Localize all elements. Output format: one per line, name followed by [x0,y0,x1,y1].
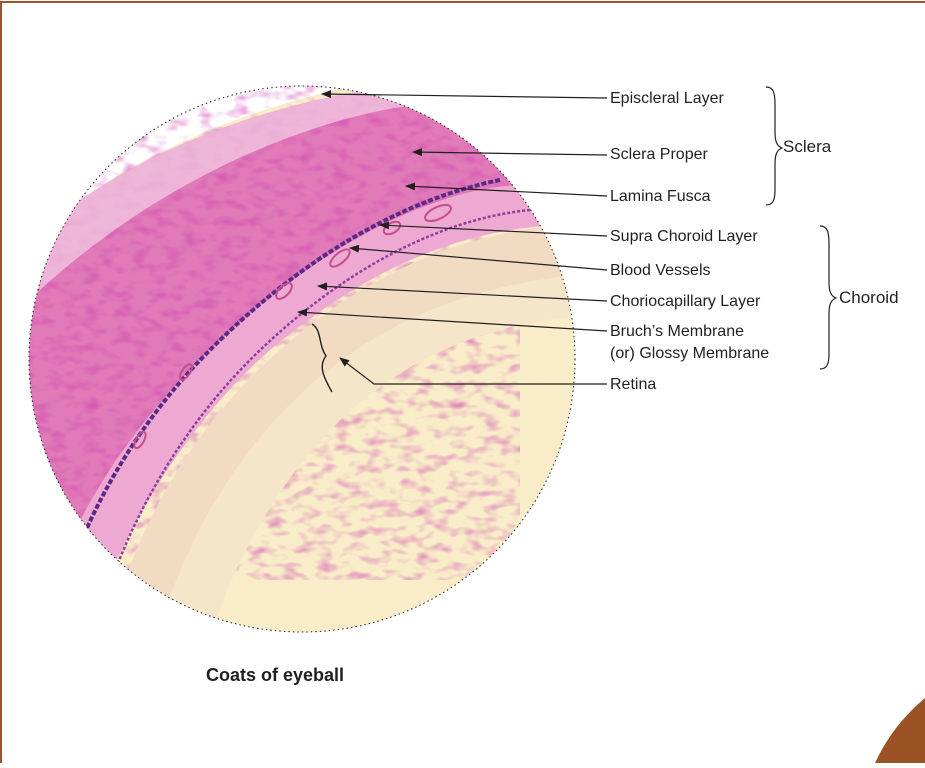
label-glossy-membrane: (or) Glossy Membrane [610,344,769,363]
group-label-choroid: Choroid [839,288,899,307]
label-supra-choroid-layer: Supra Choroid Layer [610,227,758,246]
corner-decoration [875,698,925,763]
label-sclera-proper: Sclera Proper [610,145,708,164]
group-label-sclera: Sclera [783,137,831,156]
label-blood-vessels: Blood Vessels [610,261,711,280]
label-retina: Retina [610,375,656,394]
sclera-brace [766,87,782,205]
choroid-brace [820,226,836,369]
label-choriocapillary-layer: Choriocapillary Layer [610,292,760,311]
label-lamina-fusca: Lamina Fusca [610,187,711,206]
figure-caption: Coats of eyeball [206,665,344,686]
label-bruchs-membrane: Bruch’s Membrane [610,322,744,341]
tissue-section [20,60,700,640]
label-episcleral-layer: Episcleral Layer [610,89,724,108]
